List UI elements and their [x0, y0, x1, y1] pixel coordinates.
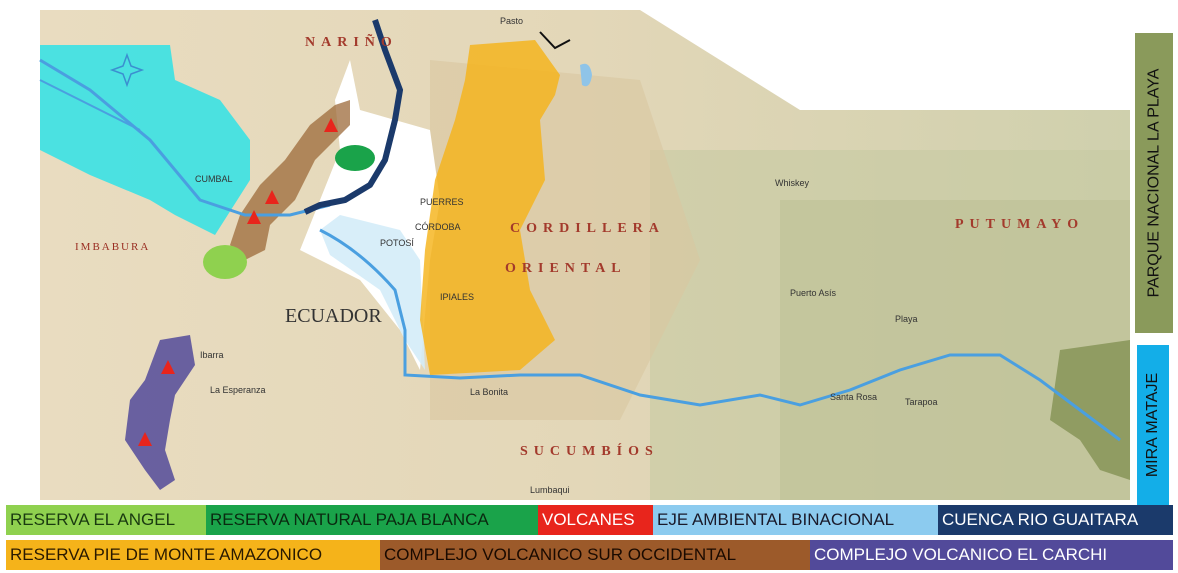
eje-ambiental-area: [320, 215, 425, 370]
pie-de-monte-zone: [420, 40, 560, 375]
legend-label: CUENCA RIO GUAITARA: [942, 510, 1139, 529]
legend-label: RESERVA PIE DE MONTE AMAZONICO: [10, 545, 323, 564]
region-label-sucumbios: SUCUMBÍOS: [520, 442, 659, 459]
legend-el-carchi: COMPLEJO VOLCANICO EL CARCHI: [810, 540, 1173, 570]
lake-la-cocha: [580, 63, 592, 87]
town-label: POTOSÍ: [380, 238, 414, 248]
volcano-icon: [247, 210, 261, 224]
town-label: CUMBAL: [195, 174, 233, 184]
amazon-lowland-shade-dark: [780, 200, 1130, 500]
town-label: Tarapoa: [905, 397, 938, 407]
guaitara-river: [303, 19, 404, 215]
legend-pie-de-monte: RESERVA PIE DE MONTE AMAZONICO: [6, 540, 380, 570]
legend-label: RESERVA EL ANGEL: [10, 510, 176, 529]
volcano-icon: [161, 360, 175, 374]
legend-label: VOLCANES: [542, 510, 635, 529]
region-label-cordillera: CORDILLERA: [510, 221, 665, 236]
town-label: La Esperanza: [210, 385, 266, 395]
legend-eje-ambiental: EJE AMBIENTAL BINACIONAL: [653, 505, 938, 535]
town-label: La Bonita: [470, 387, 508, 397]
legend-cuenca-guaitara: CUENCA RIO GUAITARA: [938, 505, 1173, 535]
paja-blanca-zone: [335, 145, 375, 171]
volcano-icon: [324, 118, 338, 132]
town-label: CÓRDOBA: [415, 222, 461, 232]
region-label-narino: NARIÑO: [305, 32, 398, 50]
legend-volcanes: VOLCANES: [538, 505, 653, 535]
town-label: Puerto Asís: [790, 288, 837, 298]
el-carchi-zone: [125, 335, 195, 490]
volcano-icon: [265, 190, 279, 204]
mira-mataje-label: MIRA MATAJE: [1144, 372, 1161, 478]
town-label: IPIALES: [440, 292, 474, 302]
town-label: Playa: [895, 314, 918, 324]
town-label: PUERRES: [420, 197, 464, 207]
town-label: Whiskey: [775, 178, 810, 188]
el-angel-zone: [203, 245, 247, 279]
mira-mataje-label-box: MIRA MATAJE: [1137, 345, 1169, 505]
town-label: Santa Rosa: [830, 392, 877, 402]
legend-reserva-paja-blanca: RESERVA NATURAL PAJA BLANCA: [206, 505, 538, 535]
la-playa-label: PARQUE NACIONAL LA PLAYA: [1145, 68, 1163, 298]
legend-sur-occidental: COMPLEJO VOLCANICO SUR OCCIDENTAL: [380, 540, 810, 570]
la-playa-zone: [1050, 340, 1130, 480]
town-label: Lumbaqui: [530, 485, 570, 495]
sur-occidental-zone: [230, 100, 350, 260]
la-playa-label-box: PARQUE NACIONAL LA PLAYA: [1135, 33, 1173, 333]
town-label: Pasto: [500, 16, 523, 26]
region-label-imbabura: IMBABURA: [75, 241, 150, 253]
compass-rose-icon: [109, 52, 145, 88]
legend-reserva-el-angel: RESERVA EL ANGEL: [6, 505, 206, 535]
town-label: Ibarra: [200, 350, 224, 360]
region-label-putumayo: PUTUMAYO: [955, 217, 1084, 232]
legend-label: EJE AMBIENTAL BINACIONAL: [657, 510, 895, 529]
region-label-oriental: ORIENTAL: [505, 261, 627, 276]
country-label-ecuador: ECUADOR: [285, 305, 382, 327]
legend-label: RESERVA NATURAL PAJA BLANCA: [210, 510, 489, 529]
secondary-river: [39, 79, 141, 131]
legend-label: COMPLEJO VOLCANICO SUR OCCIDENTAL: [384, 545, 737, 564]
legend-label: COMPLEJO VOLCANICO EL CARCHI: [814, 545, 1108, 564]
volcano-icon: [138, 432, 152, 446]
main-river: [39, 58, 1121, 442]
pasto-river: [539, 31, 571, 50]
